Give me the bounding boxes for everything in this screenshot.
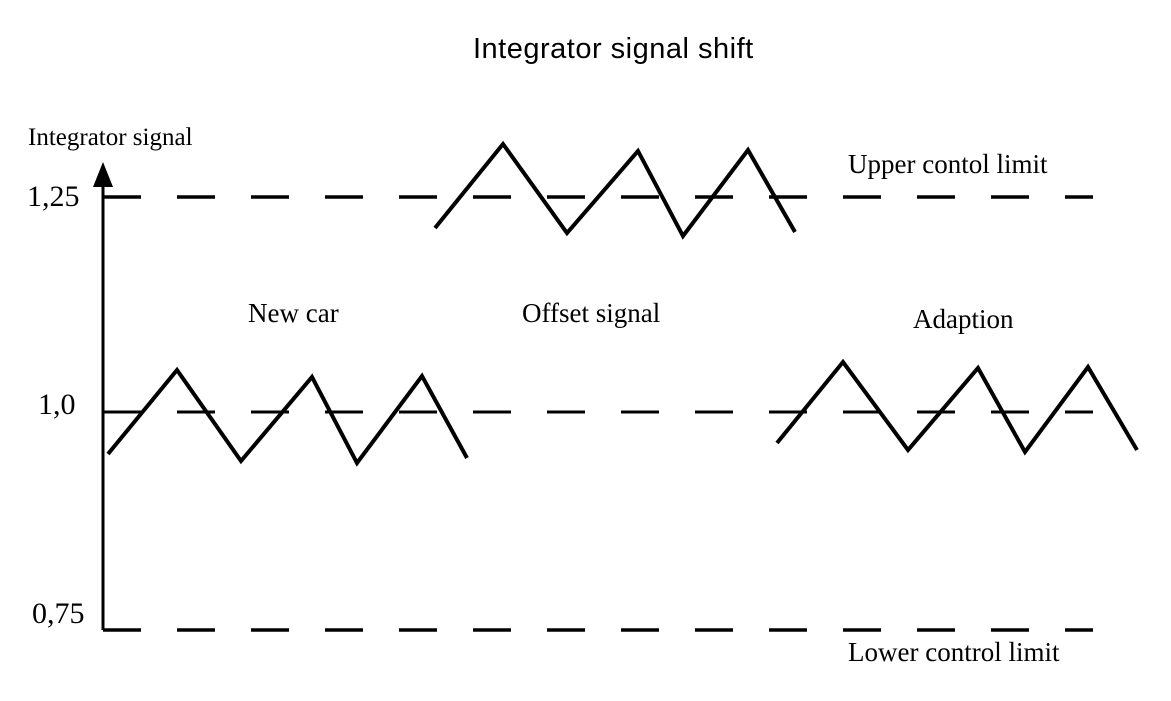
y-axis-arrowhead-icon [93,162,113,187]
signal-adaption [775,358,1139,456]
chart-title: Integrator signal shift [473,33,754,65]
signal-offset [433,140,797,240]
label-offset-signal: Offset signal [522,298,661,328]
label-lower-control-limit: Lower control limit [848,637,1060,667]
y-tick-0-75: 0,75 [32,597,85,630]
y-tick-1-25: 1,25 [27,180,80,213]
label-adaption: Adaption [913,304,1014,334]
signal-new-car [106,366,469,467]
y-tick-1-0: 1,0 [38,388,76,421]
label-upper-control-limit: Upper contol limit [848,149,1048,179]
label-new-car: New car [248,298,339,328]
y-axis-label: Integrator signal [28,124,193,151]
